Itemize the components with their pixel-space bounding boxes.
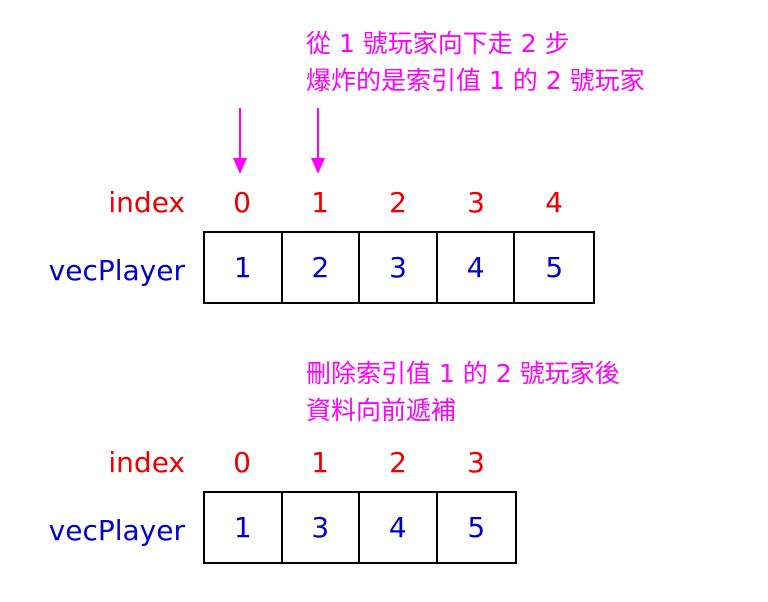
bottom-cell-0: 1 <box>205 493 283 562</box>
top-cell-4: 5 <box>545 251 564 284</box>
bottom-index-0: 0 <box>233 446 251 479</box>
bottom-index-3: 3 <box>467 446 485 479</box>
top-index-3: 3 <box>467 186 485 219</box>
top-index-1: 1 <box>311 186 329 219</box>
top-cell-1: 2 <box>283 233 361 302</box>
top-array: 1 2 3 4 5 <box>203 231 595 304</box>
top-index-0: 0 <box>233 186 251 219</box>
top-index-label: index <box>108 186 185 219</box>
bottom-index-1: 1 <box>311 446 329 479</box>
top-cell-3: 4 <box>438 233 516 302</box>
bottom-caption-line2: 資料向前遞補 <box>306 396 457 425</box>
bottom-cell-1: 3 <box>283 493 360 562</box>
arrow-target-icon <box>311 108 325 174</box>
top-index-4: 4 <box>545 186 563 219</box>
arrow-start-icon <box>233 108 247 174</box>
bottom-cell-3: 5 <box>467 511 486 544</box>
top-caption-line2: 爆炸的是索引值 1 的 2 號玩家 <box>306 66 645 95</box>
bottom-caption-line1: 刪除索引值 1 的 2 號玩家後 <box>306 359 620 388</box>
bottom-vec-label: vecPlayer <box>48 514 185 547</box>
top-cell-2: 3 <box>360 233 438 302</box>
top-cell-0: 1 <box>205 233 283 302</box>
bottom-index-label: index <box>108 446 185 479</box>
top-index-2: 2 <box>389 186 407 219</box>
top-caption-line1: 從 1 號玩家向下走 2 步 <box>306 29 570 58</box>
bottom-cell-2: 4 <box>360 493 438 562</box>
top-vec-label: vecPlayer <box>48 254 185 287</box>
bottom-array: 1 3 4 5 <box>203 491 517 564</box>
bottom-index-2: 2 <box>389 446 407 479</box>
